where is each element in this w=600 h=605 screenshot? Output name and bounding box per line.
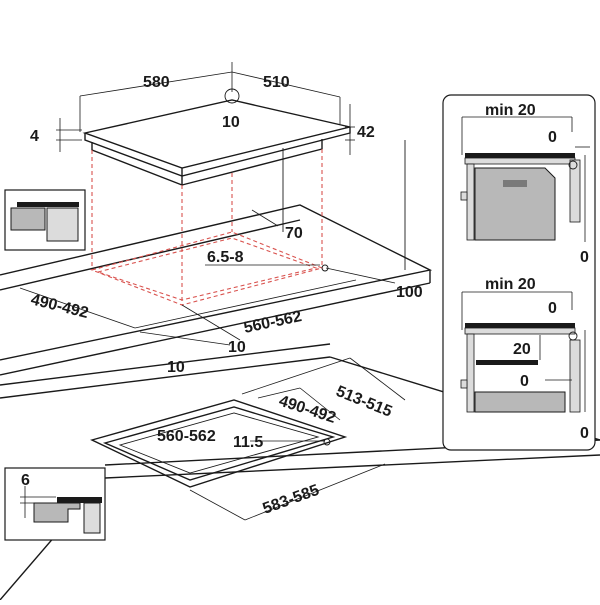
dim-flush-outer-width: 583-585 — [261, 482, 322, 518]
cutout-dimension-lines — [19, 209, 396, 346]
dim-corner-radius: 6.5-8 — [207, 249, 244, 266]
gap-top-panel2: 0 — [548, 300, 557, 317]
inset-standard-mount — [4, 189, 86, 251]
cutout-projection — [90, 149, 329, 306]
dim-flush-inner-depth: 490-492 — [277, 393, 338, 427]
gap-bottom-panel2: 0 — [580, 425, 589, 442]
min-clearance-top: min 20 — [485, 102, 536, 119]
flush-corner-marker — [323, 438, 331, 446]
dim-hob-height: 42 — [357, 124, 375, 141]
hob-unit — [82, 88, 351, 187]
dim-side-gap: 100 — [396, 284, 423, 301]
dim-back-gap: 70 — [285, 225, 303, 242]
flush-dimension-lines — [189, 357, 406, 521]
drawer-spacing: 20 — [513, 341, 531, 358]
min-clearance-bottom: min 20 — [485, 276, 536, 293]
dim-hob-depth: 510 — [263, 74, 290, 91]
gap-top-panel1: 0 — [548, 129, 557, 146]
gap-bottom-panel1: 0 — [580, 249, 589, 266]
clearance-diagram-drawer — [460, 291, 586, 413]
dim-cutout-width: 560-562 — [242, 308, 303, 337]
gap-mid-panel2: 0 — [520, 373, 529, 390]
corner-radius-marker — [321, 264, 329, 272]
inset-flush-mount — [4, 467, 106, 541]
hob-dimension-lines — [56, 62, 355, 155]
clearance-diagram-oven — [460, 116, 590, 242]
dim-hob-width: 580 — [143, 74, 170, 91]
dim-front-right: 10 — [228, 339, 246, 356]
dim-flush-inner-width: 560-562 — [157, 428, 216, 445]
countertop-upper — [0, 140, 433, 376]
dim-flush-outer-depth: 513-515 — [334, 383, 395, 421]
dim-flush-corner: 11.5 — [233, 434, 263, 451]
dim-front-left: 10 — [167, 359, 185, 376]
dim-hob-corner: 10 — [222, 114, 240, 131]
dim-cutout-depth: 490-492 — [29, 291, 90, 322]
dim-flush-rebate: 6 — [21, 472, 30, 489]
dim-glass-thickness: 4 — [30, 128, 39, 145]
